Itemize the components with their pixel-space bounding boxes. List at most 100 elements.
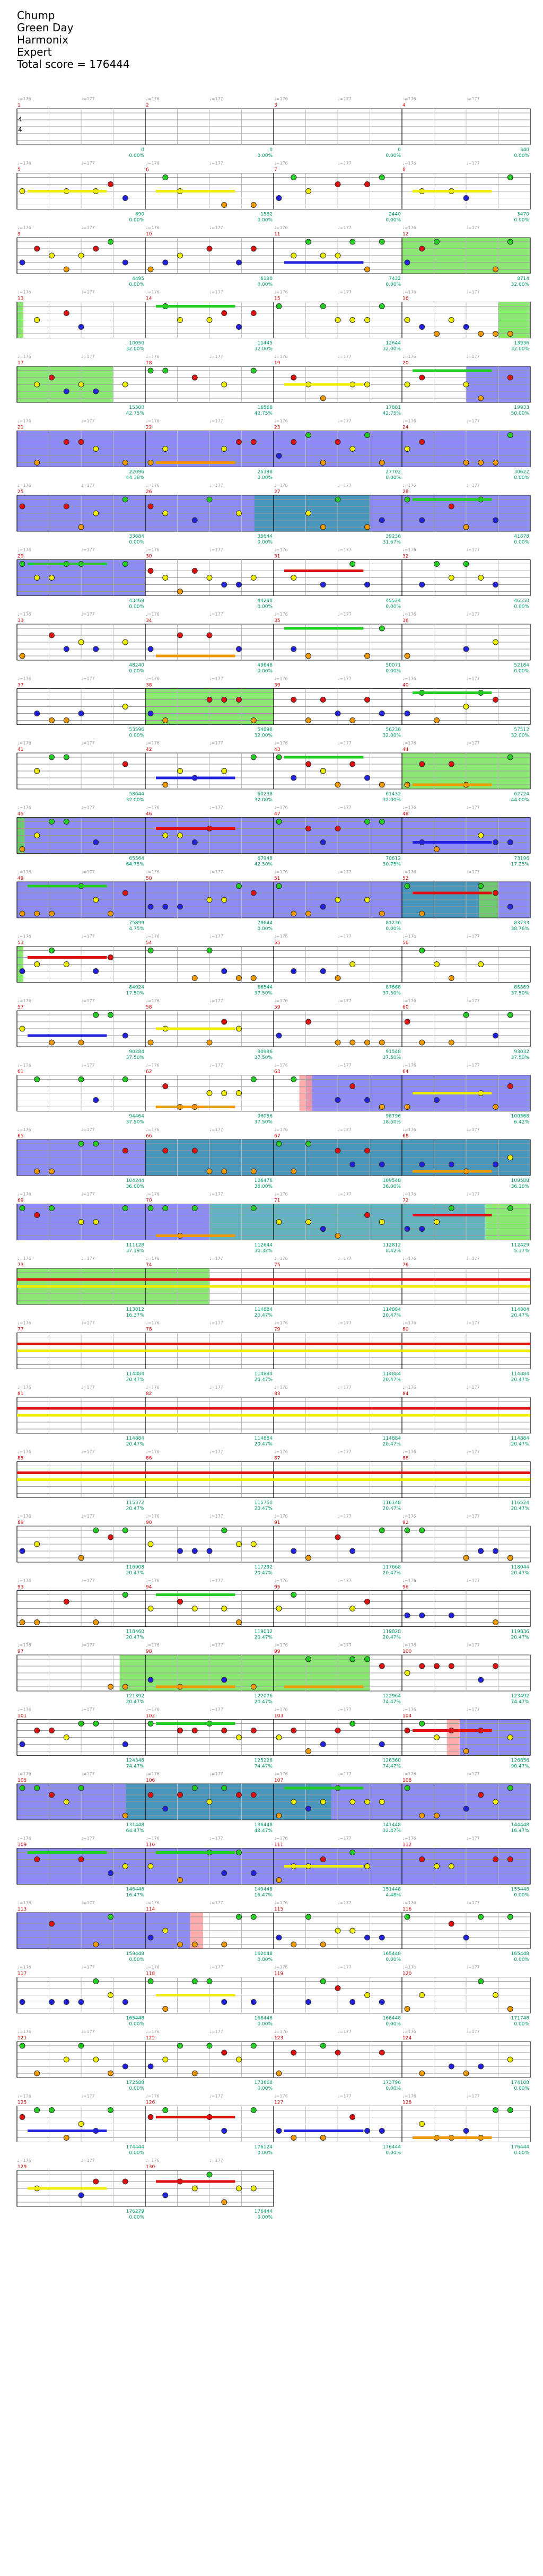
note-gem (93, 1978, 99, 1984)
note-gem (276, 754, 282, 760)
note-gem (162, 833, 169, 838)
measure-number: 55 (274, 941, 280, 946)
note-gem (122, 2178, 128, 2185)
measure-score: 155448 (511, 1887, 530, 1892)
measure-number: 74 (146, 1263, 152, 1268)
note-gem (122, 639, 128, 645)
note-gem (221, 968, 227, 974)
tempo-label: ♩=177 (338, 483, 352, 488)
measure-multiplier: 0.00% (129, 540, 144, 545)
note-gem (93, 1941, 99, 1948)
measure-score: 114884 (383, 1436, 401, 1441)
measure-multiplier: 20.47% (511, 1442, 530, 1447)
tempo-label: ♩=177 (338, 1579, 352, 1583)
note-gem (177, 1548, 183, 1554)
tempo-label: ♩=177 (338, 1450, 352, 1455)
measure-score: 125228 (255, 1758, 273, 1764)
note-gem (419, 324, 425, 330)
measure-multiplier: 0.00% (386, 669, 401, 674)
measure-score: 52184 (514, 663, 529, 668)
note-gem (419, 1663, 425, 1669)
tempo-label: ♩=176 (146, 290, 160, 295)
note-gem (493, 582, 498, 588)
note-gem (177, 632, 183, 638)
measure-multiplier: 0.00% (386, 926, 401, 932)
note-gem (364, 317, 370, 323)
note-gem (49, 374, 55, 381)
note-gem (478, 1914, 484, 1920)
note-gem (250, 202, 257, 208)
measure-multiplier: 20.47% (383, 1442, 401, 1447)
note-gem (335, 1233, 341, 1239)
note-gem (364, 582, 370, 588)
measure-number: 6 (146, 168, 149, 173)
tempo-label: ♩=176 (402, 1965, 416, 1970)
note-gem (236, 439, 242, 445)
tempo-label: ♩=176 (17, 548, 31, 553)
note-gem (349, 761, 356, 767)
note-gem (191, 1785, 198, 1791)
tempo-label: ♩=176 (17, 419, 31, 424)
note-gem (364, 1863, 370, 1869)
note-gem (364, 1799, 370, 1805)
measure-multiplier: 20.47% (511, 1571, 530, 1576)
tempo-label: ♩=177 (81, 805, 95, 810)
tempo-label: ♩=177 (81, 677, 95, 681)
note-gem (221, 1527, 227, 1534)
measure-score: 106476 (255, 1178, 273, 1184)
measure-multiplier: 20.47% (255, 1571, 273, 1576)
tempo-label: ♩=177 (209, 934, 223, 939)
tempo-label: ♩=176 (402, 483, 416, 488)
measure-number: 97 (17, 1649, 23, 1654)
measure-score: 176279 (126, 2209, 145, 2214)
note-gem (478, 833, 484, 838)
note-gem (364, 1212, 370, 1218)
measure-number: 112 (402, 1843, 411, 1848)
note-gem (291, 2049, 297, 2056)
measure-multiplier: 0.00% (386, 282, 401, 287)
note-gem (276, 2070, 282, 2076)
measure-number: 122 (146, 2036, 155, 2041)
tempo-label: ♩=176 (17, 1321, 31, 1326)
note-gem (379, 1799, 385, 1805)
note-gem (478, 2063, 484, 2070)
note-gem (335, 496, 341, 503)
song-difficulty: Expert (17, 46, 52, 58)
note-gem (276, 1812, 282, 1819)
measure-score: 119836 (511, 1629, 530, 1635)
note-gem (507, 1012, 513, 1018)
note-gem (122, 1999, 128, 2005)
note-gem (122, 2063, 128, 2070)
tempo-label: ♩=177 (81, 1900, 95, 1905)
tempo-label: ♩=176 (402, 805, 416, 810)
tempo-label: ♩=176 (402, 1900, 416, 1905)
tempo-label: ♩=176 (402, 1579, 416, 1583)
note-gem (78, 2192, 84, 2198)
note-gem (419, 2121, 425, 2127)
measure-number: 42 (146, 747, 152, 752)
tempo-label: ♩=176 (274, 1965, 288, 1970)
tempo-label: ♩=177 (209, 1192, 223, 1197)
tempo-label: ♩=176 (274, 419, 288, 424)
note-gem (206, 897, 213, 903)
note-gem (236, 1026, 242, 1032)
tempo-label: ♩=176 (402, 161, 416, 166)
note-gem (162, 904, 169, 910)
measure-score: 114884 (126, 1436, 145, 1441)
note-gem (147, 266, 154, 273)
measure-number: 101 (17, 1714, 27, 1719)
note-gem (493, 1032, 498, 1039)
note-gem (93, 1619, 99, 1625)
note-gem (493, 266, 498, 273)
note-gem (122, 460, 128, 466)
measure-multiplier: 0.00% (514, 669, 529, 674)
note-gem (291, 968, 297, 974)
note-gem (404, 1728, 410, 1733)
note-gem (236, 1914, 242, 1920)
measure-number: 76 (402, 1263, 409, 1268)
tempo-label: ♩=177 (466, 1385, 480, 1390)
note-gem (34, 833, 40, 838)
note-gem (221, 381, 227, 388)
tempo-label: ♩=176 (402, 1836, 416, 1841)
tempo-label: ♩=176 (274, 1256, 288, 1261)
